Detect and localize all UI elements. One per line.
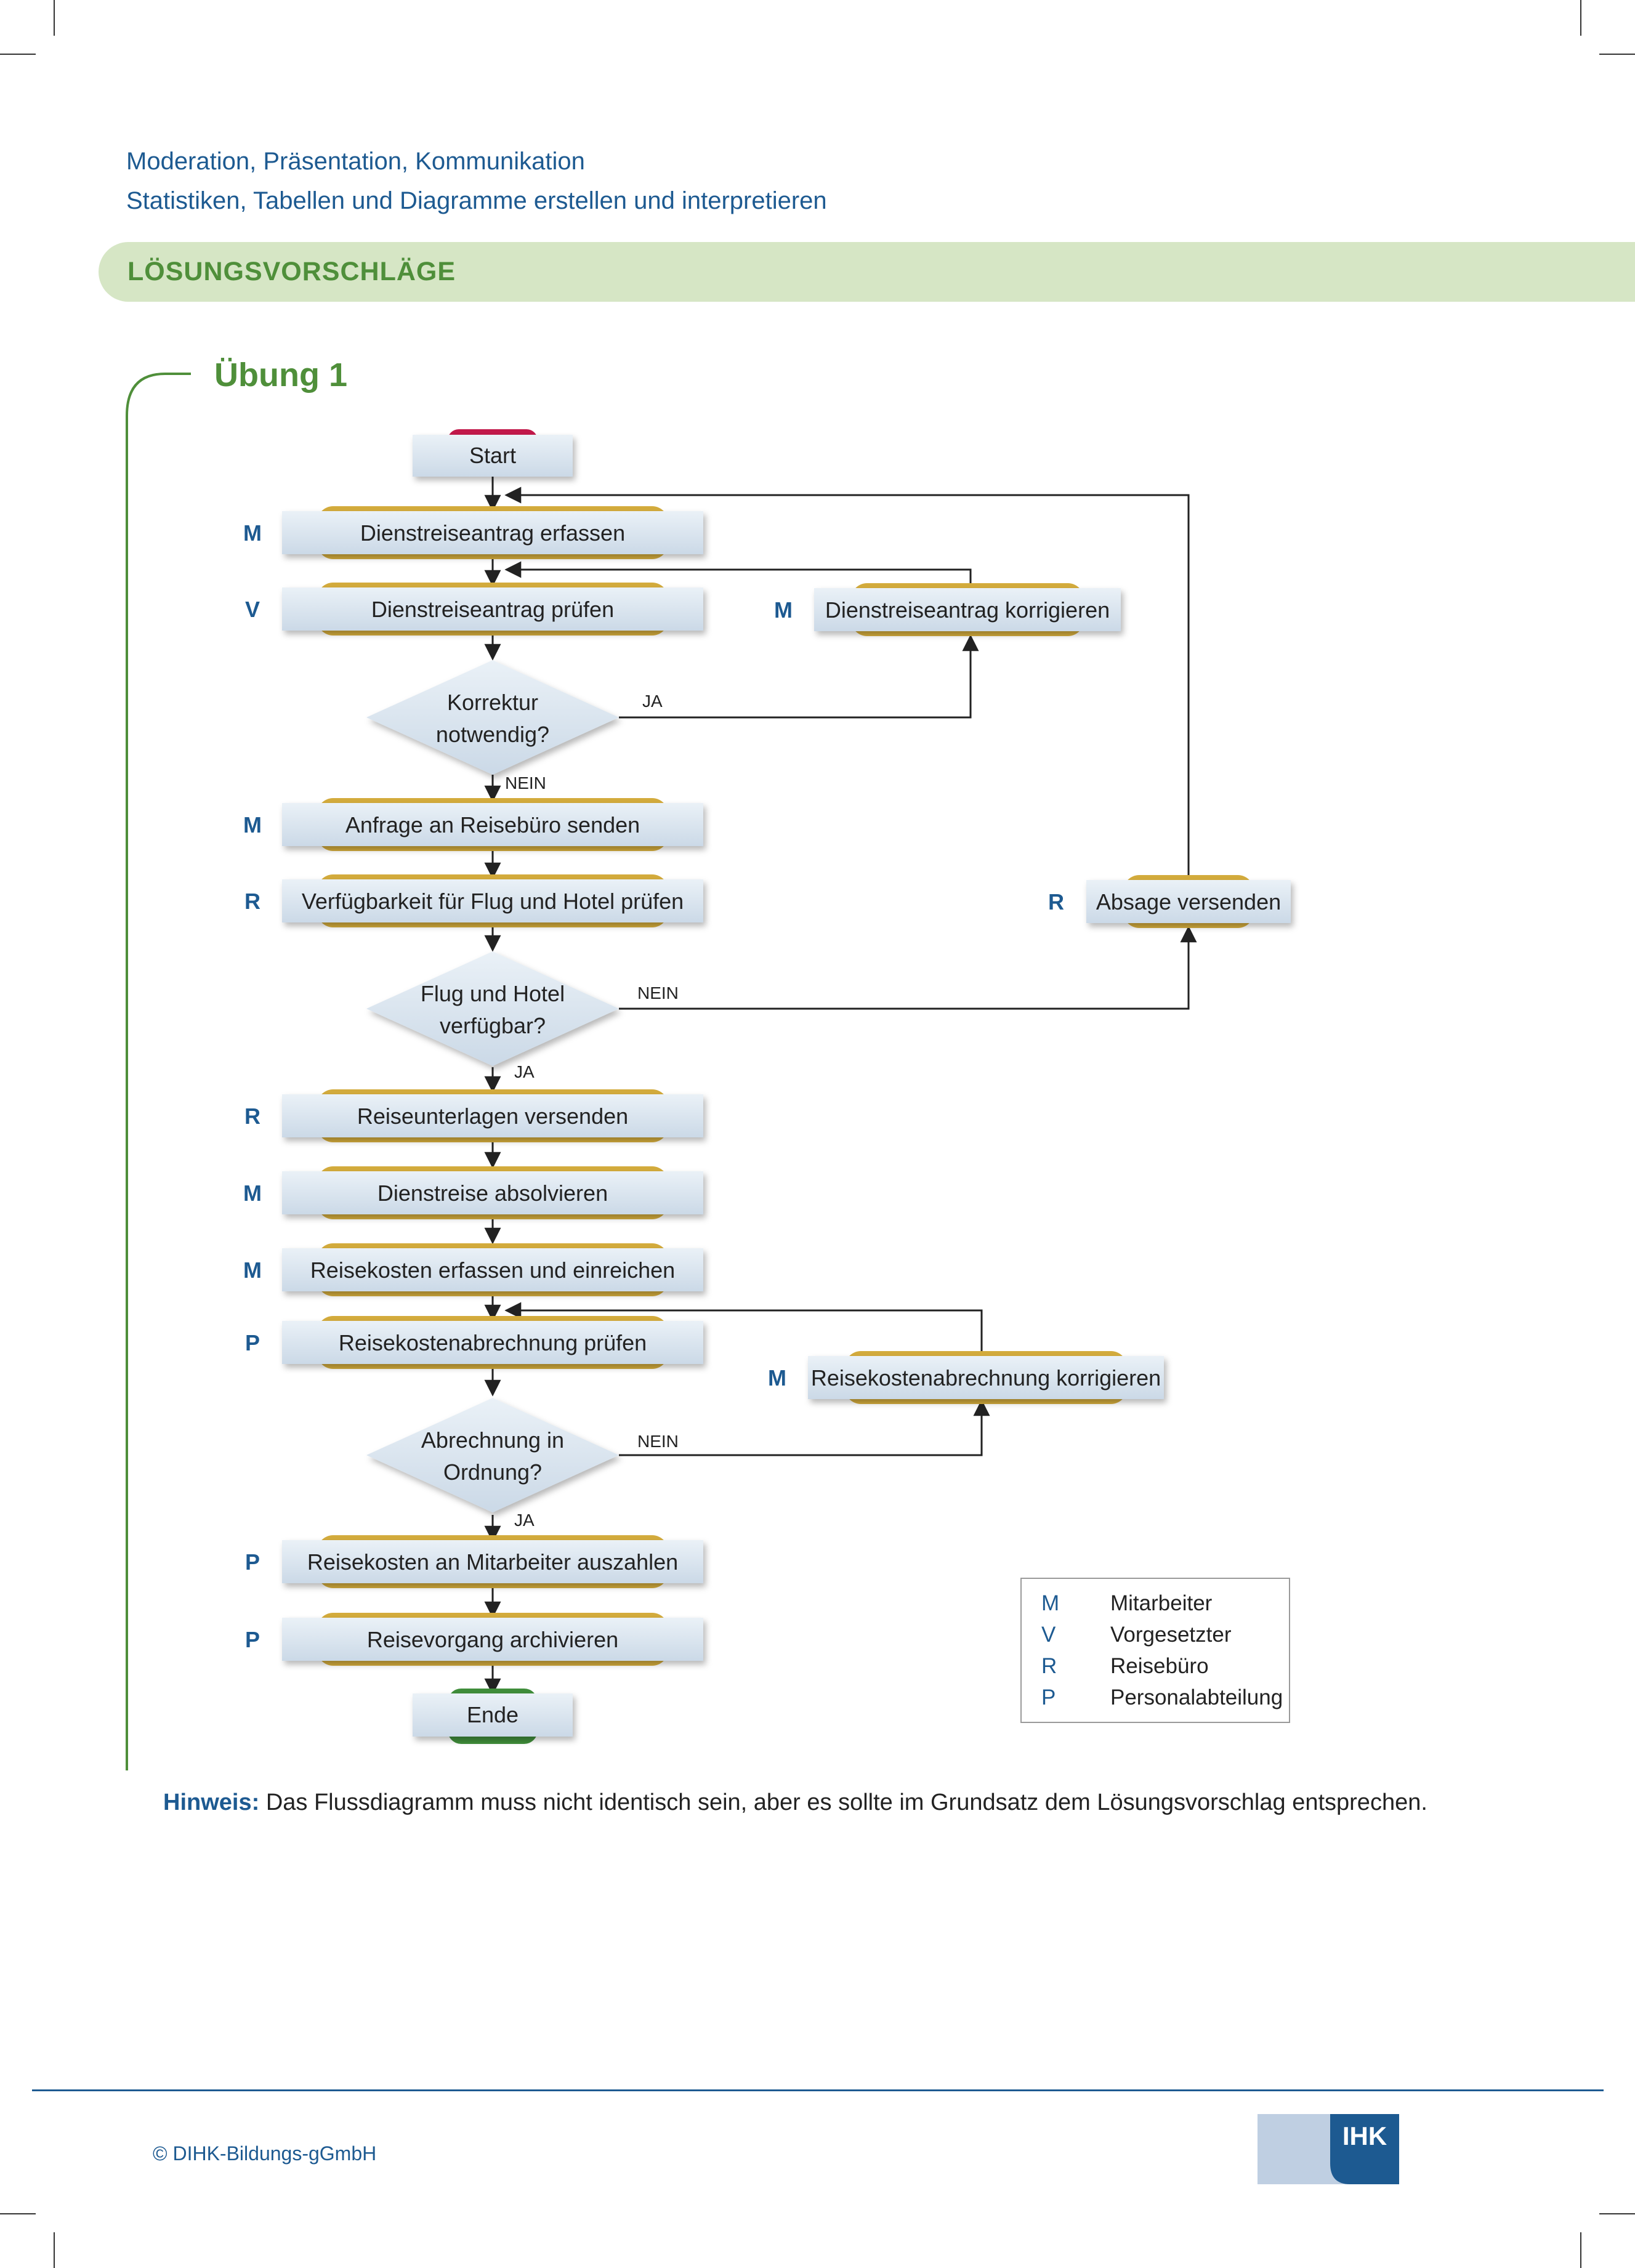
legend-code: M (1041, 1591, 1060, 1615)
role-code: M (774, 597, 793, 623)
edge-label-yes: JA (642, 692, 663, 711)
role-code: P (245, 1549, 260, 1575)
process-step: Dienstreiseantrag prüfen (282, 583, 703, 636)
exercise-bracket (126, 373, 191, 1770)
decision-diamond: Abrechnung in Ordnung? (366, 1398, 619, 1512)
side-step-label: Dienstreiseantrag korrigieren (825, 597, 1110, 623)
process-step: Verfügbarkeit für Flug und Hotel prüfen (282, 874, 703, 927)
process-step: Reiseunterlagen versenden (282, 1089, 703, 1142)
step-label: Reisekosten an Mitarbeiter auszahlen (307, 1549, 678, 1575)
legend-code: R (1041, 1654, 1057, 1678)
step-label: Reiseunterlagen versenden (357, 1104, 628, 1129)
process-step: Reisevorgang archivieren (282, 1613, 703, 1666)
role-code: R (1048, 889, 1064, 914)
section-band: LÖSUNGSVORSCHLÄGE (99, 242, 1635, 302)
role-code: M (243, 1180, 262, 1206)
role-code: V (245, 597, 260, 622)
role-code: R (244, 1104, 260, 1129)
step-label: Reisekosten erfassen und einreichen (310, 1257, 675, 1283)
process-step: Dienstreise absolvieren (282, 1166, 703, 1219)
side-step-label: Reisekostenabrechnung korrigieren (811, 1365, 1161, 1390)
header-subject: Moderation, Präsentation, Kommunikation (126, 148, 585, 175)
edge-labels: JA NEIN JA NEIN JA NEIN (505, 692, 679, 1530)
role-code: R (244, 889, 260, 914)
side-step: Reisekostenabrechnung korrigieren (808, 1351, 1164, 1404)
legend-row: R Reisebüro (1041, 1654, 1209, 1679)
process-step: Reisekosten erfassen und einreichen (282, 1243, 703, 1296)
decision-diamond: Flug und Hotel verfügbar? (366, 951, 619, 1066)
hint-label: Hinweis: (163, 1790, 260, 1815)
flowchart: JA NEIN JA NEIN JA NEIN Start Ende Dienstreis… (243, 429, 1291, 1744)
ihk-logo: IHK (1258, 2114, 1399, 2184)
decision-line2: verfügbar? (440, 1013, 546, 1038)
start-label: Start (469, 443, 516, 468)
role-code: M (243, 1257, 262, 1283)
decision-line2: Ordnung? (443, 1459, 542, 1485)
decision-diamond: Korrektur notwendig? (366, 660, 619, 775)
legend-row: P Personalabteilung (1041, 1685, 1283, 1710)
edge-label-no: NEIN (505, 773, 546, 793)
step-label: Dienstreiseantrag prüfen (371, 597, 614, 622)
role-code: M (243, 812, 262, 837)
step-label: Dienstreise absolvieren (377, 1180, 608, 1206)
role-code: P (245, 1627, 260, 1652)
role-code: M (768, 1365, 786, 1390)
decision-line1: Korrektur (447, 690, 538, 715)
decision-line1: Flug und Hotel (421, 981, 565, 1006)
decision-line1: Abrechnung in (421, 1427, 564, 1453)
step-label: Reisevorgang archivieren (367, 1627, 618, 1652)
footer-rule (32, 2089, 1604, 2091)
legend-row: V Vorgesetzter (1041, 1623, 1232, 1647)
hint-text: Das Flussdiagramm muss nicht identisch s… (265, 1790, 1427, 1815)
legend-label: Reisebüro (1110, 1654, 1209, 1678)
step-label: Verfügbarkeit für Flug und Hotel prüfen (302, 889, 684, 914)
start-terminator: Start (413, 429, 573, 477)
exercise-title: Übung 1 (214, 357, 347, 393)
legend-code: P (1041, 1685, 1056, 1709)
step-label: Anfrage an Reisebüro senden (345, 812, 640, 837)
connectors (484, 477, 1197, 1695)
process-step: Reisekosten an Mitarbeiter auszahlen (282, 1535, 703, 1588)
role-code: M (243, 520, 262, 546)
copyright: © DIHK-Bildungs-gGmbH (153, 2142, 377, 2165)
legend-row: M Mitarbeiter (1041, 1591, 1212, 1616)
section-title: LÖSUNGSVORSCHLÄGE (127, 257, 456, 286)
process-step: Reisekostenabrechnung prüfen (282, 1316, 703, 1369)
side-step: Dienstreiseantrag korrigieren (814, 583, 1121, 636)
side-step: Absage versenden (1086, 875, 1291, 928)
legend-label: Mitarbeiter (1110, 1591, 1213, 1615)
process-step: Dienstreiseantrag erfassen (282, 506, 703, 559)
edge-label-yes: JA (514, 1511, 535, 1530)
process-step: Anfrage an Reisebüro senden (282, 798, 703, 851)
hint: Hinweis: Das Flussdiagramm muss nicht id… (163, 1790, 1427, 1816)
edge-label-no: NEIN (637, 983, 679, 1003)
edge-label-no: NEIN (637, 1432, 679, 1451)
end-terminator: Ende (413, 1689, 573, 1744)
legend-label: Vorgesetzter (1110, 1623, 1232, 1647)
decision-line2: notwendig? (436, 722, 549, 747)
role-code: P (245, 1330, 260, 1355)
legend-label: Personalabteilung (1110, 1685, 1283, 1709)
step-label: Dienstreiseantrag erfassen (360, 520, 625, 546)
end-label: Ende (467, 1702, 519, 1727)
step-label: Reisekostenabrechnung prüfen (339, 1330, 647, 1355)
side-step-label: Absage versenden (1096, 889, 1281, 914)
legend-code: V (1041, 1623, 1056, 1647)
header-topic: Statistiken, Tabellen und Diagramme erst… (126, 187, 827, 214)
ihk-logo-text: IHK (1342, 2121, 1387, 2150)
edge-label-yes: JA (514, 1062, 535, 1081)
